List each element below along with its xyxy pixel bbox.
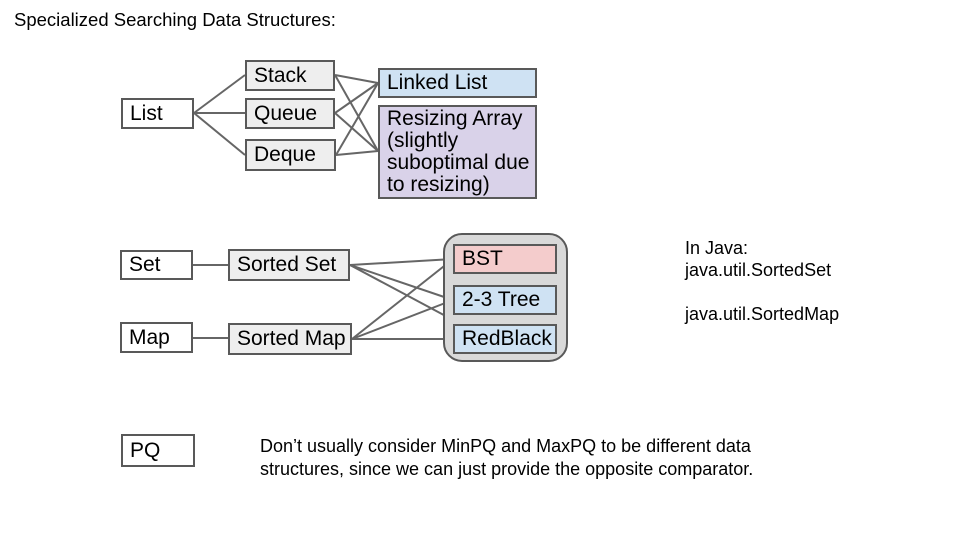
connector-line-sortedset-redblack (349, 264, 456, 322)
connector-line-sortedset-23tree (349, 264, 454, 301)
node-set: Set (120, 250, 193, 280)
node-stack: Stack (245, 60, 335, 91)
java-note-text: In Java: java.util.SortedSet java.util.S… (685, 238, 840, 324)
node-bst: BST (453, 244, 557, 274)
node-sorted-map: Sorted Map (228, 323, 352, 355)
node-list: List (121, 98, 194, 129)
connector-line-list-stack (193, 74, 246, 114)
connector-line-deque-linkedlist (335, 82, 379, 156)
connector-line-queue-resizingarray (334, 112, 379, 152)
node-2-3-tree: 2-3 Tree (453, 285, 557, 315)
connector-line-stack-resizingarray (334, 74, 379, 152)
node-map: Map (120, 322, 193, 353)
node-deque: Deque (245, 139, 336, 171)
node-pq: PQ (121, 434, 195, 467)
connector-line-deque-resizingarray (335, 150, 379, 156)
connector-line-sortedset-bst (349, 258, 454, 266)
connector-line-sortedmap-23tree (351, 299, 454, 340)
slide-title: Specialized Searching Data Structures: (14, 9, 336, 30)
node-queue: Queue (245, 98, 335, 129)
connector-line-list-deque (193, 112, 246, 156)
node-resizing-array: Resizing Array (slightly suboptimal due … (378, 105, 537, 199)
node-linked-list: Linked List (378, 68, 537, 98)
pq-note-text: Don’t usually consider MinPQ and MaxPQ t… (260, 436, 754, 479)
node-sorted-set: Sorted Set (228, 249, 350, 281)
connector-line-sortedmap-bst (351, 258, 454, 340)
connector-line-stack-linkedlist (334, 74, 379, 84)
node-redblack: RedBlack (453, 324, 557, 354)
connector-line-queue-linkedlist (334, 82, 379, 114)
